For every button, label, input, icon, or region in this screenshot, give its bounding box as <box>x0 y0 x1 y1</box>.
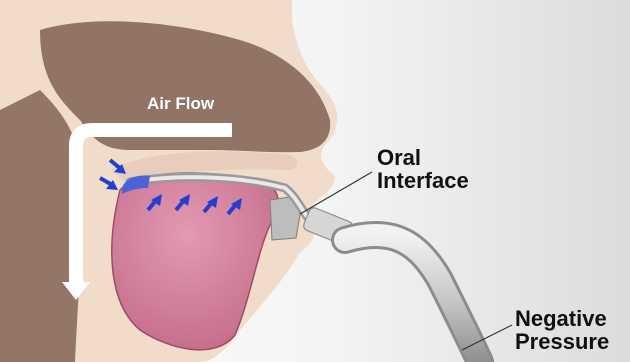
air-flow-label: Air Flow <box>147 95 214 113</box>
negative-pressure-label-line2: Pressure <box>515 330 609 353</box>
oral-interface-label-line1: Oral <box>377 146 469 169</box>
oral-interface-label: Oral Interface <box>377 146 469 192</box>
negative-pressure-label-line1: Negative <box>515 307 609 330</box>
negative-pressure-label: Negative Pressure <box>515 307 609 353</box>
oral-interface-label-line2: Interface <box>377 169 469 192</box>
